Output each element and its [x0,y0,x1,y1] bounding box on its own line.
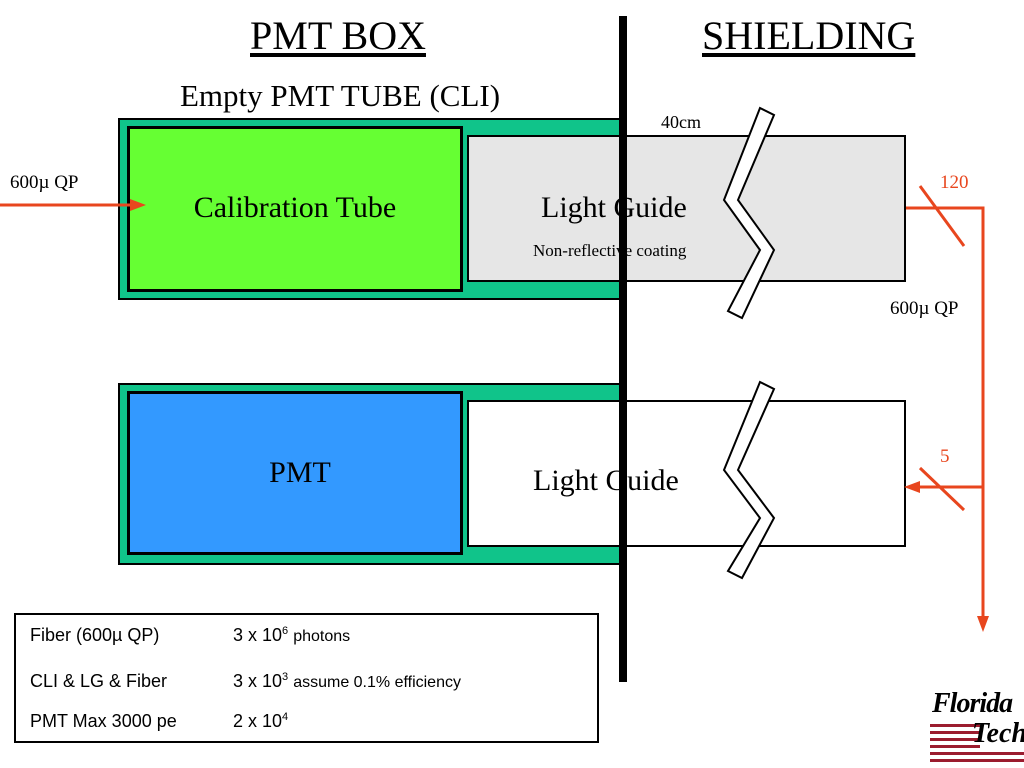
table-row-value: 3 x 103 assume 0.1% efficiency [233,671,461,691]
logo-stripes [930,724,1024,762]
pmt-block: PMT [127,391,463,555]
logo-line1: Florida [932,688,1013,719]
fiber-arrowheads [904,481,989,632]
logo-line2: Tech [972,718,1024,749]
coating-label: Non-reflective coating [533,241,687,260]
input-fiber-arrow [0,199,146,211]
shielding-wall [619,16,627,682]
break-symbol-top [722,106,776,320]
shielding-heading: SHIELDING [702,13,916,58]
input-fiber-label: 600µ QP [10,172,79,193]
subtitle: Empty PMT TUBE (CLI) [180,78,501,113]
right-fiber-label: 600µ QP [890,298,959,319]
fiber-count-bottom: 5 [940,446,950,467]
fiber-count-top: 120 [940,172,969,193]
length-label: 40cm [661,112,701,132]
top-light-guide: Light Guide Non-reflective coating [467,135,906,282]
table-row-value: 3 x 106 photons [233,625,351,645]
bottom-light-guide-label: Light Guide [533,464,679,497]
florida-tech-logo: Florida Tech [930,688,1024,768]
bottom-light-guide: Light Guide [467,400,906,547]
info-table: Fiber (600µ QP) 3 x 106 photons CLI & LG… [14,613,599,743]
top-light-guide-label: Light Guide [541,191,687,224]
table-row-label: PMT Max 3000 pe [30,711,177,731]
pmt-label: PMT [269,456,331,489]
pmt-box-heading: PMT BOX [250,13,426,58]
break-symbol-bottom [722,380,776,580]
table-row-label: CLI & LG & Fiber [30,671,168,691]
calibration-tube-label: Calibration Tube [193,191,397,224]
table-row-label: Fiber (600µ QP) [30,625,160,645]
fiber-bundle [906,185,985,620]
table-row-value: 2 x 104 [233,711,289,731]
calibration-tube: Calibration Tube [127,126,463,292]
